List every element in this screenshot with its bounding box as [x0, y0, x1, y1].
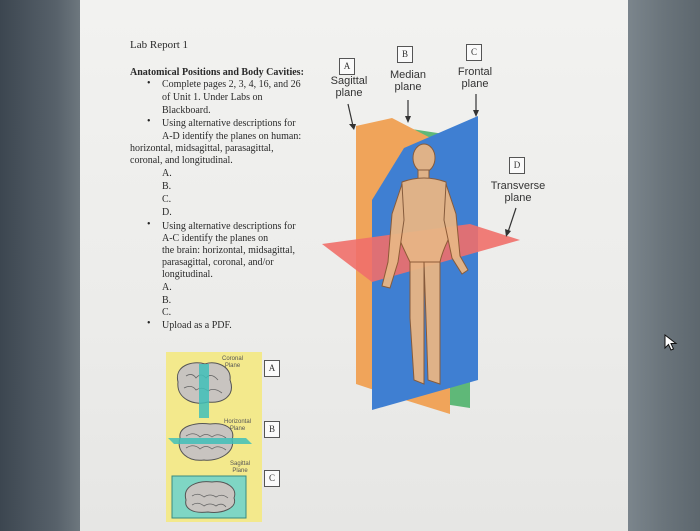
- bullet3-line5: longitudinal.: [162, 269, 213, 280]
- body-answer-box-d: D: [509, 157, 525, 174]
- bullet-dot: •: [147, 318, 151, 329]
- bullet2-line2: A-D identify the planes on human:: [162, 131, 302, 142]
- brain-sagittal-label: Sagittal Plane: [230, 461, 251, 474]
- cursor-arrow-icon: [664, 333, 678, 351]
- brain-answer-box-c: C: [264, 470, 280, 487]
- brain-answer-box-a: A: [264, 360, 280, 377]
- bullet3-line3: the brain: horizontal, midsagittal,: [162, 245, 296, 256]
- list1-item-d: D.: [162, 207, 172, 218]
- frontal-plane-label: Frontal plane: [457, 66, 493, 90]
- list2-item-c: C.: [162, 307, 172, 318]
- bullet3-line2: A-C identify the planes on: [162, 233, 269, 244]
- section-heading: Anatomical Positions and Body Cavities:: [130, 67, 304, 78]
- bullet2-line1: Using alternative descriptions for: [162, 118, 296, 129]
- sagittal-plane-label: Sagittal plane: [330, 75, 368, 99]
- document-title: Lab Report 1: [130, 39, 189, 51]
- list1-item-b: B.: [162, 181, 172, 192]
- bullet3-line4: parasagittal, coronal, and/or: [162, 257, 274, 268]
- bullet1-line3: Blackboard.: [162, 105, 211, 116]
- screen-bezel-left: [0, 0, 80, 531]
- screen-bezel-right: [628, 0, 700, 531]
- list2-item-b: B.: [162, 295, 172, 306]
- bullet1-line1: Complete pages 2, 3, 4, 16, and 26: [162, 79, 301, 90]
- list1-item-c: C.: [162, 194, 172, 205]
- bullet3-line1: Using alternative descriptions for: [162, 221, 296, 232]
- median-plane-label: Median plane: [389, 69, 427, 93]
- list2-item-a: A.: [162, 282, 172, 293]
- bullet2-line3: horizontal, midsagittal, parasagittal,: [130, 143, 274, 154]
- bullet-dot: •: [147, 116, 151, 127]
- body-answer-box-a: A: [339, 58, 355, 75]
- bullet2-line4: coronal, and longitudinal.: [130, 155, 233, 166]
- bullet-dot: •: [147, 219, 151, 230]
- bullet1-line2: of Unit 1. Under Labs on: [162, 92, 263, 103]
- brain-horizontal-label: Horizontal Plane: [224, 419, 252, 432]
- bullet4-text: Upload as a PDF.: [162, 320, 232, 331]
- brain-coronal-label: Coronal Plane: [222, 356, 244, 369]
- brain-answer-box-b: B: [264, 421, 280, 438]
- body-answer-box-c: C: [466, 44, 482, 61]
- list1-item-a: A.: [162, 168, 172, 179]
- transverse-plane-label: Transverse plane: [490, 180, 546, 204]
- body-answer-box-b: B: [397, 46, 413, 63]
- bullet-dot: •: [147, 78, 151, 89]
